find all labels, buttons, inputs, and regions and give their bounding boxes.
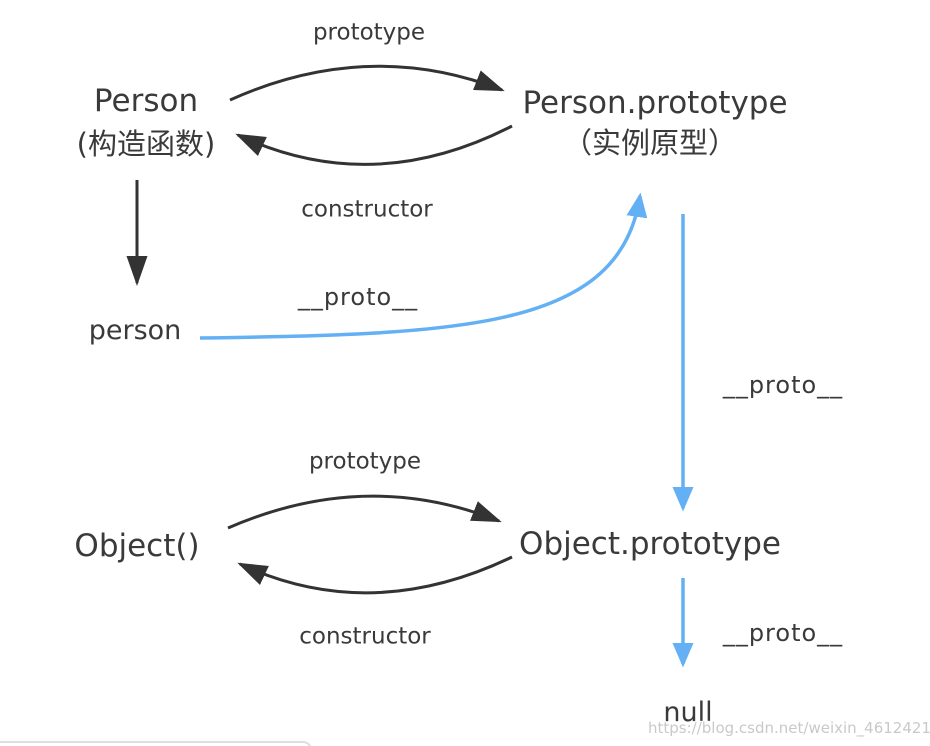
edge-label-prototype-bottom: prototype	[308, 448, 422, 475]
edge-label-constructor-bottom: constructor	[299, 623, 431, 650]
node-person-instance: person	[88, 315, 182, 347]
node-person-constructor-sublabel: (构造函数)	[76, 127, 216, 162]
node-object-constructor: Object()	[74, 527, 200, 564]
edge-label-proto-person-prototype: __proto__	[722, 370, 844, 399]
edge-object-prototype	[227, 494, 502, 530]
node-person-prototype-sublabel: （实例原型）	[562, 126, 738, 161]
edge-person-instance-proto	[199, 192, 648, 340]
node-null: null	[663, 697, 713, 729]
node-person-prototype: Person.prototype	[522, 84, 788, 121]
edge-person-constructor	[235, 124, 513, 166]
watermark-url: https://blog.csdn.net/weixin_46124214	[648, 719, 930, 737]
edge-label-proto-object-prototype: __proto__	[722, 618, 844, 647]
edge-label-constructor-top: constructor	[301, 196, 433, 223]
bottom-left-box-fragment	[0, 741, 312, 746]
node-object-prototype: Object.prototype	[519, 525, 781, 562]
edge-label-proto-instance: __proto__	[297, 282, 419, 311]
edge-label-prototype-top: prototype	[312, 19, 426, 46]
node-person-constructor: Person	[93, 82, 199, 119]
edge-object-constructor	[237, 555, 513, 595]
edge-person-prototype	[229, 64, 505, 102]
